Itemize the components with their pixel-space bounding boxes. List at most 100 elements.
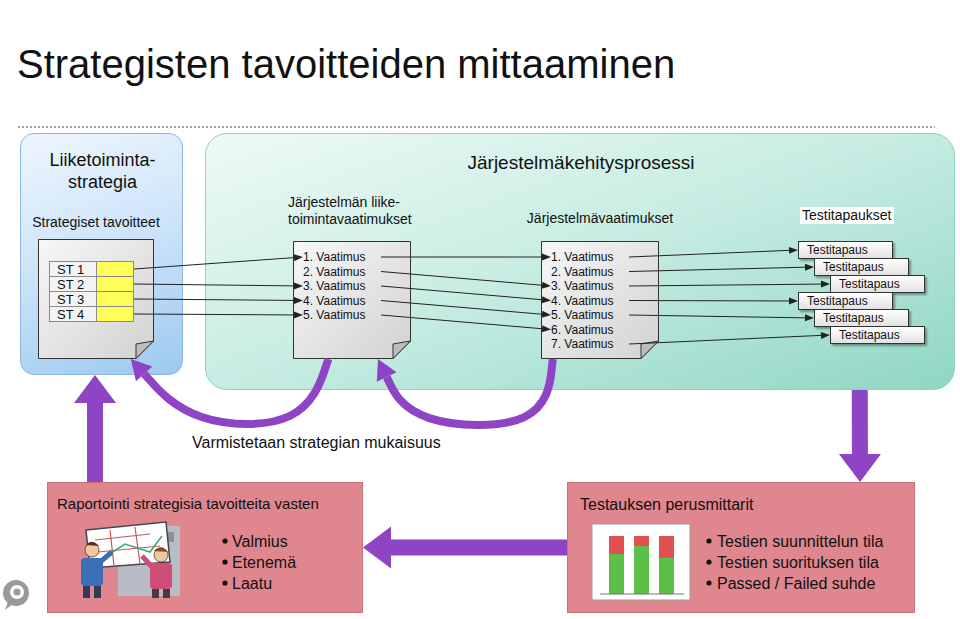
connector-line [391, 540, 567, 556]
arrowhead [839, 454, 881, 482]
flow-arrow [74, 375, 116, 482]
connector-line [381, 272, 542, 286]
arrowhead [821, 332, 830, 339]
node-label: 2. Vaatimus [303, 265, 365, 279]
node-label: 3. Vaatimus [551, 279, 613, 293]
connector-line [629, 315, 805, 318]
page-fold [136, 341, 154, 359]
connector-line [629, 250, 789, 257]
strategy-panel: Liiketoiminta- strategiaStrategiset tavo… [20, 133, 183, 375]
node-label: Testauksen perusmittarit [580, 495, 753, 514]
bullet-dots [222, 538, 711, 585]
goal-row: ST 3 [49, 291, 134, 307]
trace-arrow [381, 254, 551, 261]
node-label: 7. Vaatimus [551, 337, 613, 351]
goal-cell [96, 306, 134, 322]
trace-arrow [629, 281, 830, 288]
bullet-item: Laatu [232, 574, 272, 593]
node-label: Testitapaus [839, 328, 900, 342]
node-label: ST 1 [57, 262, 84, 277]
arrowhead [131, 359, 153, 381]
node-label: Testitapaus [807, 243, 868, 257]
node-label: 1. Vaatimus [303, 250, 365, 264]
arrowhead [805, 264, 814, 271]
node-label: 5. Vaatimus [551, 308, 613, 322]
arrowhead [542, 254, 551, 261]
node-label: ST 4 [57, 307, 84, 322]
connector-line [629, 300, 789, 301]
bullet-item: Testien suunnittelun tila [717, 532, 883, 551]
bullet-item: Testien suorituksen tila [717, 553, 879, 572]
trace-arrow [381, 272, 551, 289]
goal-row: ST 1 [49, 261, 134, 277]
node-label: Testitapaus [839, 277, 900, 291]
test-case-box: Testitapaus [830, 326, 925, 344]
node-label: 4. Vaatimus [551, 294, 613, 308]
connector-line [629, 335, 821, 344]
connector-line [144, 359, 328, 424]
arrowhead [542, 282, 551, 289]
trace-arrow [629, 314, 814, 321]
document-sheet: Järjestelmävaatimukset1. Vaatimus2. Vaat… [541, 241, 659, 359]
arrowhead [294, 297, 303, 304]
arrowhead [542, 325, 551, 332]
arrowhead [74, 375, 116, 403]
node-label: Järjestelmäkehitysprosessi [206, 152, 956, 175]
trace-arrow [381, 301, 551, 318]
paper-shape [39, 240, 154, 359]
bullet-item: Etenemä [232, 553, 296, 572]
node-label: 4. Vaatimus [303, 294, 365, 308]
goal-row: ST 2 [49, 276, 134, 292]
dotted-rule [18, 126, 935, 128]
trace-arrow [629, 332, 830, 344]
requirement-item: 7. Vaatimus [551, 337, 629, 351]
page-fold [641, 341, 659, 359]
metrics-box: Testauksen perusmittaritTestien suunnitt… [567, 482, 915, 613]
trace-arrow [381, 315, 551, 332]
test-case-box: Testitapaus [798, 241, 893, 259]
requirement-item: 3. Vaatimus [551, 279, 629, 293]
connector-line [387, 359, 553, 425]
connector-line [134, 258, 294, 269]
column-heading: Testitapaukset [800, 207, 894, 224]
test-case-box: Testitapaus [814, 258, 909, 276]
requirement-item: 3. Vaatimus [303, 279, 381, 293]
test-case-box: Testitapaus [814, 309, 909, 327]
node-label: Testitapaus [807, 294, 868, 308]
flow-arrow [131, 359, 329, 424]
trace-arrow [381, 286, 551, 303]
test-case-box: Testitapaus [830, 275, 925, 293]
goal-cell [96, 291, 134, 307]
connector-line [87, 403, 103, 482]
node-label: Raportointi strategisia tavoitteita vast… [57, 495, 319, 513]
requirement-item: 2. Vaatimus [303, 265, 381, 279]
bullet-item: Valmius [232, 532, 288, 551]
requirement-item: 2. Vaatimus [551, 265, 629, 279]
process-panel: JärjestelmäkehitysprosessiJärjestelmän l… [205, 133, 955, 390]
trace-arrow [134, 254, 303, 269]
connector-line [134, 314, 294, 316]
bullet-item: Passed / Failed suhde [717, 574, 875, 593]
paper-shape [542, 242, 659, 359]
arrowhead [294, 254, 303, 261]
node-label: 3. Vaatimus [303, 279, 365, 293]
requirement-item: 1. Vaatimus [303, 250, 381, 264]
report-box: Raportointi strategisia tavoitteita vast… [47, 482, 363, 613]
page-fold [393, 341, 411, 359]
arrowhead [542, 311, 551, 318]
connector-line [629, 284, 821, 286]
node-label: Järjestelmän liike- toimintavaatimukset [288, 194, 438, 228]
arrowhead [805, 314, 814, 321]
requirement-item: 5. Vaatimus [303, 308, 381, 322]
requirement-item: 4. Vaatimus [551, 294, 629, 308]
bar-chart-icon [592, 524, 690, 600]
goal-cell [96, 261, 134, 277]
node-label: ST 3 [57, 292, 84, 307]
connector-line [381, 286, 542, 300]
node-label: 6. Vaatimus [551, 323, 613, 337]
connector-line [134, 299, 294, 300]
